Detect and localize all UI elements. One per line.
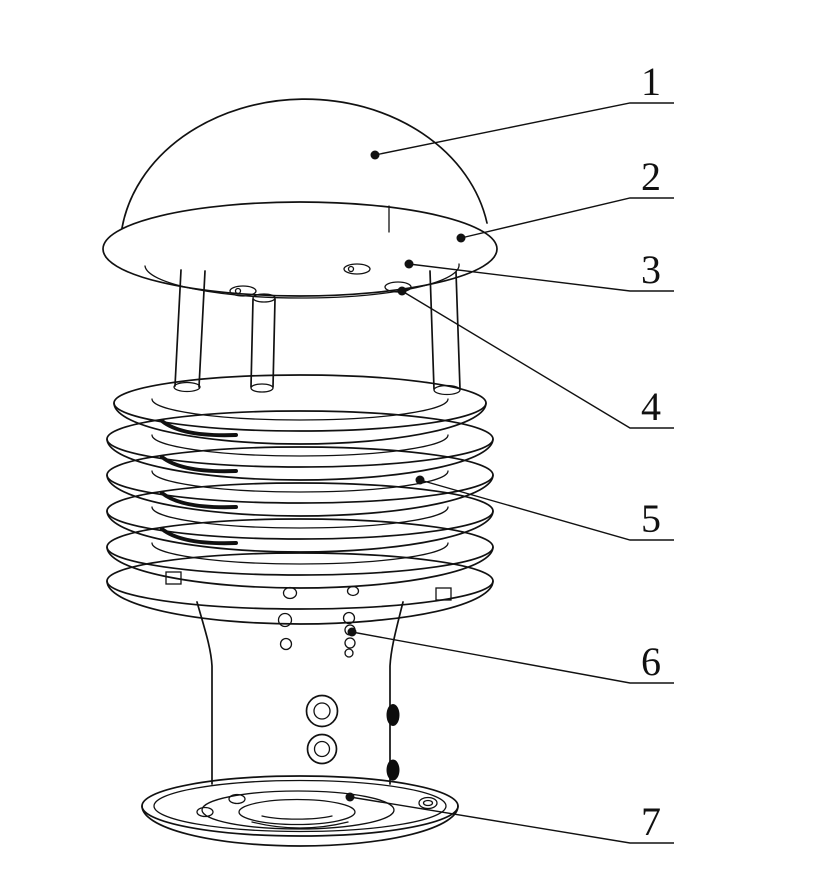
base-center-boss bbox=[238, 798, 356, 826]
indicator-button bbox=[344, 637, 356, 649]
callout-dot-5 bbox=[415, 475, 425, 485]
pillar-left-edge bbox=[198, 270, 206, 388]
connector-inner bbox=[313, 740, 331, 758]
base-flange bbox=[141, 775, 459, 847]
base-center-slot-arc bbox=[261, 815, 333, 820]
plate-hole bbox=[229, 285, 257, 297]
small-port bbox=[279, 637, 293, 651]
indicator-button bbox=[342, 611, 356, 625]
base-bolt-circle bbox=[201, 790, 395, 830]
plate-hole-pin bbox=[234, 287, 242, 295]
base-inner-rim bbox=[153, 779, 447, 833]
pillar-foot bbox=[173, 381, 201, 393]
sensor-body bbox=[196, 585, 404, 785]
leader-line-5 bbox=[419, 479, 674, 541]
dome-outline bbox=[121, 98, 488, 229]
leader-line-6 bbox=[351, 631, 674, 684]
callout-6: 6 bbox=[347, 627, 674, 684]
callout-dot-3 bbox=[404, 259, 414, 269]
leader-line-3 bbox=[408, 263, 674, 292]
louver-plate-thickness bbox=[106, 580, 494, 625]
louver-plate bbox=[113, 374, 487, 432]
callout-label-1: 1 bbox=[641, 59, 661, 104]
pillar-mid-edge bbox=[250, 298, 254, 388]
louver-gap-shadow bbox=[160, 527, 238, 546]
louver-gap-shadow bbox=[160, 455, 238, 474]
connector-outer bbox=[305, 694, 339, 728]
callout-3: 3 bbox=[404, 247, 674, 292]
plate-hole bbox=[343, 263, 371, 275]
callout-2: 2 bbox=[456, 154, 674, 243]
leader-line-1 bbox=[374, 102, 674, 156]
connector-outer bbox=[306, 733, 338, 765]
connector-inner bbox=[313, 702, 331, 720]
louver-gap-shadow bbox=[160, 491, 238, 510]
callout-dot-4 bbox=[397, 286, 407, 296]
pillar-foot bbox=[250, 383, 274, 393]
callout-5: 5 bbox=[415, 475, 674, 541]
body-left-edge bbox=[196, 601, 213, 785]
callout-7: 7 bbox=[345, 792, 674, 844]
mounting-tab bbox=[165, 571, 182, 585]
small-port bbox=[277, 612, 293, 628]
leader-line-2 bbox=[460, 197, 674, 239]
mounting-ring bbox=[102, 201, 498, 299]
body-right-edge bbox=[389, 601, 404, 785]
louver-inner-arc bbox=[151, 434, 449, 457]
callouts: 1 2 3 4 5 6 7 bbox=[345, 59, 674, 844]
indicator-button bbox=[344, 648, 354, 658]
pillar-mid-edge bbox=[272, 298, 276, 388]
callout-dot-7 bbox=[345, 792, 355, 802]
base-outer-rim bbox=[141, 775, 459, 837]
callout-dot-6 bbox=[347, 627, 357, 637]
callout-label-2: 2 bbox=[641, 154, 661, 199]
callout-label-5: 5 bbox=[641, 496, 661, 541]
pillar-right-edge bbox=[455, 271, 461, 390]
pillar-right-edge bbox=[429, 270, 435, 390]
louver-inner-arc bbox=[151, 398, 449, 421]
callout-4: 4 bbox=[397, 286, 674, 429]
plate-hole-pin bbox=[347, 265, 355, 273]
louver-plate-thickness bbox=[106, 438, 494, 481]
louver-gap-shadow bbox=[160, 419, 238, 438]
callout-dot-2 bbox=[456, 233, 466, 243]
louver-inner-arc bbox=[151, 506, 449, 529]
callout-1: 1 bbox=[370, 59, 674, 160]
callout-label-6: 6 bbox=[641, 639, 661, 684]
small-port bbox=[282, 586, 298, 600]
louver-plate-thickness bbox=[106, 510, 494, 553]
louver-stack bbox=[106, 374, 494, 625]
callout-dot-1 bbox=[370, 150, 380, 160]
small-port bbox=[346, 585, 360, 597]
base-bottom-slot bbox=[251, 821, 349, 829]
dome bbox=[121, 98, 488, 233]
leader-line-7 bbox=[349, 796, 674, 844]
louver-inner-arc bbox=[151, 470, 449, 493]
base-hole-inner bbox=[422, 799, 434, 807]
pillar-cap bbox=[252, 293, 276, 303]
callout-label-4: 4 bbox=[641, 384, 661, 429]
base-hole bbox=[418, 796, 438, 810]
callout-label-3: 3 bbox=[641, 247, 661, 292]
louver-plate-thickness bbox=[106, 546, 494, 589]
louver-plate bbox=[106, 552, 494, 610]
side-opening bbox=[386, 704, 400, 726]
base-hole bbox=[196, 806, 214, 818]
leader-line-4 bbox=[401, 290, 674, 429]
louver-inner-arc bbox=[151, 542, 449, 565]
louver-plate-thickness bbox=[113, 402, 487, 445]
side-opening bbox=[386, 759, 400, 781]
ring-outer-edge bbox=[102, 201, 498, 297]
support-pillars bbox=[173, 269, 461, 396]
callout-label-7: 7 bbox=[641, 799, 661, 844]
base-hole bbox=[228, 793, 246, 805]
base-thickness bbox=[141, 805, 459, 847]
pillar-left-edge bbox=[174, 269, 182, 387]
ring-underside-plate bbox=[144, 263, 460, 299]
mounting-tab bbox=[435, 587, 452, 601]
